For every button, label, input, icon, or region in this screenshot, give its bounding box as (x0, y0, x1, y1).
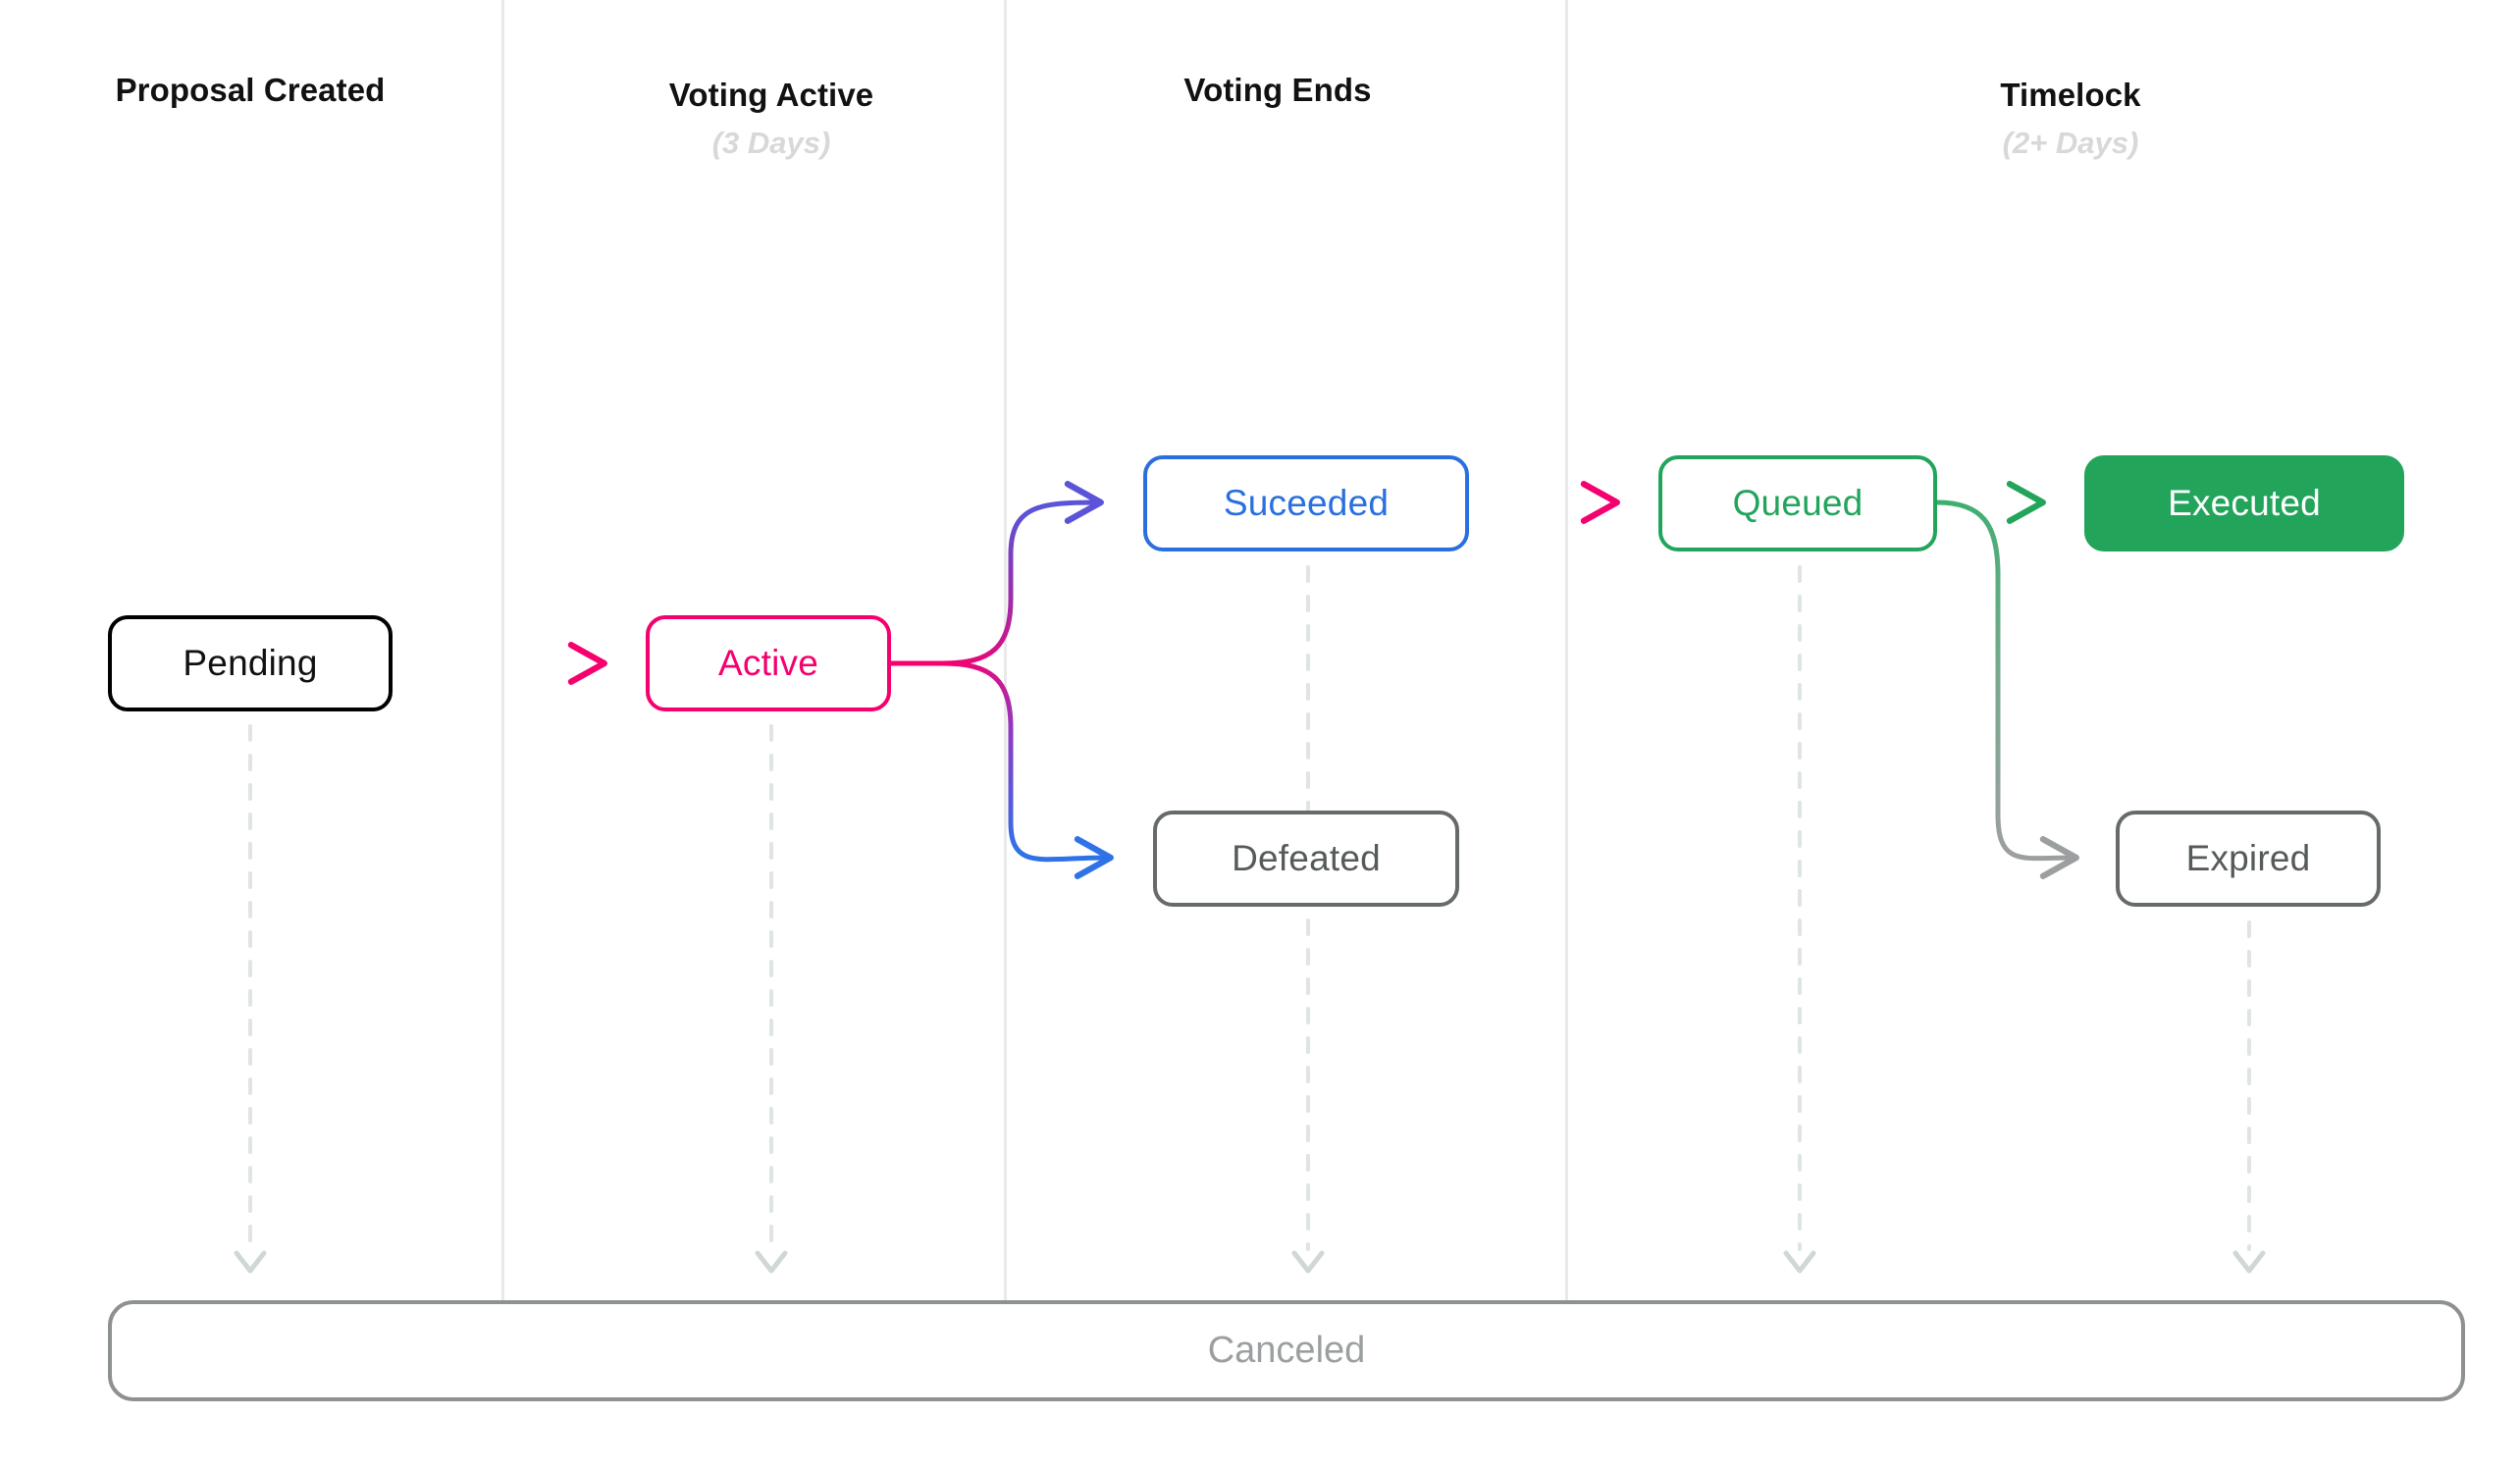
cancel-drop-chevron-icon (1783, 1250, 1816, 1274)
edge-active-to-defeated (939, 660, 1114, 879)
cancel-drop-chevron-icon (755, 1250, 788, 1274)
edge-active-to-succeeded (939, 481, 1104, 666)
state-node-succeeded[interactable]: Suceeded (1143, 455, 1469, 551)
edge-queued-to-expired (1934, 499, 2079, 879)
phase-header-proposal-created: Proposal Created (0, 70, 643, 111)
phase-title: Timelock (2000, 77, 2141, 113)
cancel-drop-chevron-icon (234, 1250, 267, 1274)
phase-title: Voting Active (668, 77, 874, 113)
cancel-drop-chevron-icon (2232, 1250, 2266, 1274)
state-node-pending[interactable]: Pending (108, 615, 393, 711)
column-separator (1565, 0, 1568, 1300)
state-node-queued[interactable]: Queued (1658, 455, 1937, 551)
phase-header-timelock: Timelock (2+ Days) (1678, 75, 2463, 163)
phase-header-voting-ends: Voting Ends (885, 70, 1670, 111)
column-separator (501, 0, 504, 1300)
phase-header-voting-active: Voting Active (3 Days) (379, 75, 1164, 163)
phase-subtitle: (3 Days) (711, 126, 831, 161)
state-node-canceled[interactable]: Canceled (108, 1300, 2465, 1401)
phase-title: Proposal Created (115, 72, 386, 108)
state-node-executed[interactable]: Executed (2084, 455, 2404, 551)
state-node-active[interactable]: Active (646, 615, 891, 711)
phase-title: Voting Ends (1183, 72, 1372, 108)
phase-subtitle: (2+ Days) (2002, 126, 2139, 161)
cancel-drop-chevron-icon (1291, 1250, 1325, 1274)
state-node-expired[interactable]: Expired (2116, 811, 2381, 907)
column-separator (1004, 0, 1007, 1300)
state-node-defeated[interactable]: Defeated (1153, 811, 1459, 907)
